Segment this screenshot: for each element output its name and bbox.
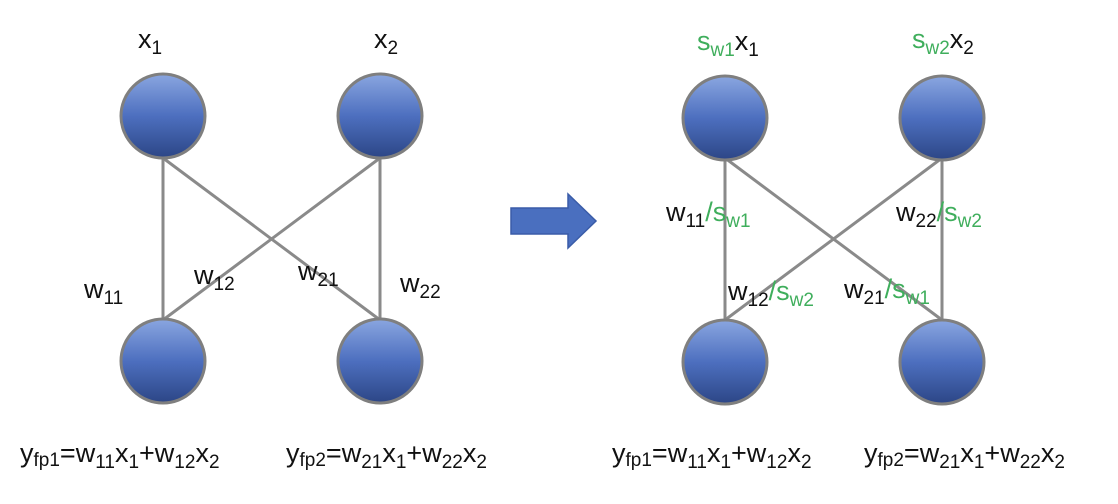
input-node-1: [119, 72, 207, 160]
input-node-1-scaled: [681, 74, 769, 162]
output-node-2-scaled: [898, 318, 986, 406]
weight-label-w11: w11: [83, 274, 123, 309]
input-label-sw2x2: sw2x2: [912, 24, 974, 59]
weight-label-w11-sw1: w11/sw1: [665, 197, 751, 232]
edge-w12-scaled: [724, 156, 943, 322]
output-node-1-scaled: [681, 318, 769, 406]
equation-yfp1-right: yfp1=w11x1+w12x2: [612, 438, 812, 473]
equation-yfp2-right: yfp2=w21x1+w22x2: [864, 438, 1065, 473]
weight-label-w22-sw2: w22/sw2: [895, 197, 982, 232]
transform-arrow-icon: [510, 192, 598, 250]
left-network: x1 x2 w11 w12 w21 w22 yfp1=w11x1+w12x2 y…: [20, 24, 487, 473]
edge-w12: [162, 156, 381, 322]
weight-label-w22: w22: [399, 268, 441, 303]
input-label-x2: x2: [374, 24, 398, 59]
weight-label-w21: w21: [297, 256, 339, 291]
equation-yfp1-left: yfp1=w11x1+w12x2: [20, 438, 220, 473]
weight-label-w21-sw1: w21/sw1: [843, 274, 930, 309]
equation-yfp2-left: yfp2=w21x1+w22x2: [286, 438, 487, 473]
weight-label-w12: w12: [193, 260, 235, 295]
input-label-x1: x1: [138, 24, 162, 59]
weight-label-w12-sw2: w12/sw2: [727, 276, 814, 311]
input-node-2-scaled: [898, 74, 986, 162]
input-label-sw1x1: sw1x1: [697, 26, 759, 61]
input-node-2: [336, 72, 424, 160]
output-node-2: [336, 317, 424, 405]
right-network: sw1x1 sw2x2 w11/sw1 w22/sw2 w12/sw2 w21/…: [612, 24, 1065, 473]
output-node-1: [119, 317, 207, 405]
